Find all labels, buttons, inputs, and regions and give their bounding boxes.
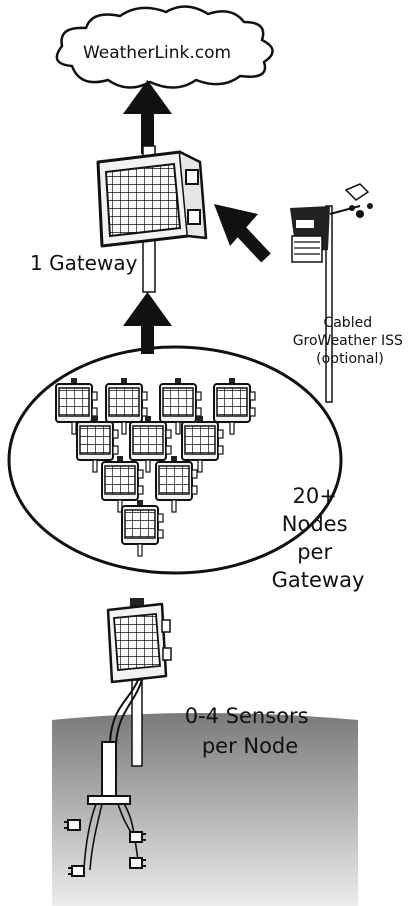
ground [52,713,358,906]
soil-sensor-icon [129,831,146,843]
nodes-label: 20+ Nodes per Gateway [272,484,365,592]
weather-station-icon [290,183,373,403]
node-icon [121,499,164,557]
nodes-group-outline [7,345,343,575]
node-icon [155,455,198,513]
cloud-icon [55,5,274,89]
nodes-label-line: Gateway [272,568,365,592]
nodes-label-line: per [297,540,332,564]
node-icon [101,455,144,513]
soil-sensor-icon [68,865,85,877]
sensor-node-assembly [83,679,143,871]
nodes-label-line: Nodes [282,512,348,536]
nodes-label-line: 20+ [292,484,336,508]
arrow-up-icon [123,80,172,154]
sensors-label-line: per Node [202,734,298,758]
cloud-label: WeatherLink.com [83,43,231,63]
sensors-label-line: 0-4 Sensors [185,704,309,728]
node-icon [213,377,256,435]
node-cluster [55,377,256,557]
iss-label-line: Cabled [323,315,372,331]
arrow-diagonal-icon [214,204,271,263]
iss-label: Cabled GroWeather ISS (optional) [293,315,408,367]
soil-sensor-icon [64,819,81,831]
iss-label-line: (optional) [316,351,384,367]
gateway-label: 1 Gateway [30,251,138,275]
soil-sensor-icon [129,857,146,869]
gateway-icon [96,150,208,248]
sensors-label: 0-4 Sensors per Node [185,704,316,758]
arrow-up-icon [123,292,172,354]
sensor-node-icon [106,598,172,684]
iss-label-line: GroWeather ISS [293,333,403,349]
